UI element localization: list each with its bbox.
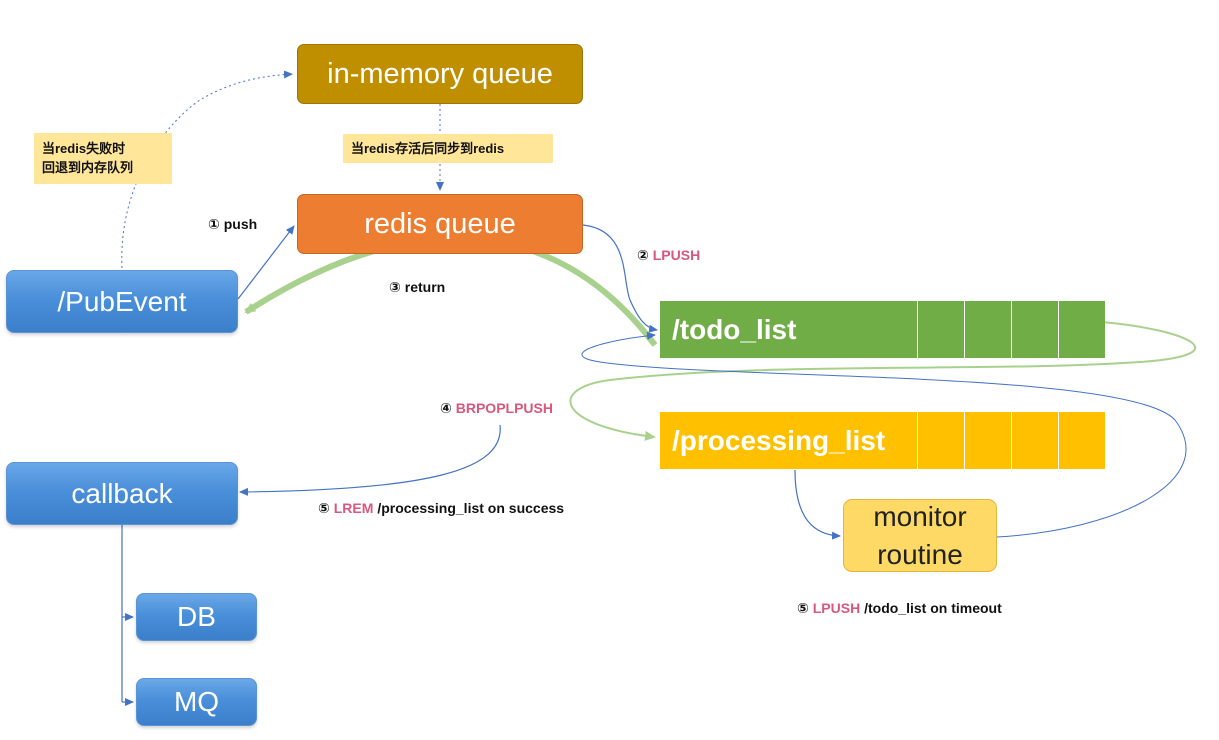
lrem-number: ⑤ — [318, 500, 330, 516]
brpoplpush-number: ④ — [440, 400, 452, 416]
callback-label: callback — [71, 477, 173, 509]
todo-list-slot — [917, 301, 964, 358]
mq-label: MQ — [173, 686, 220, 717]
brpoplpush-command: BRPOPLPUSH — [455, 400, 553, 416]
processing-list-node: /processing_list — [660, 412, 1105, 469]
callback-node: callback — [6, 462, 238, 525]
mq-node: MQ — [136, 678, 257, 726]
pubevent-label: /PubEvent — [57, 285, 187, 317]
push-label: ① push — [208, 216, 258, 232]
return-label: ③ return — [389, 279, 446, 295]
todo-list-slot — [1058, 301, 1105, 358]
timeout-command: LPUSH — [812, 600, 861, 616]
timeout-description: /todo_list on timeout — [864, 600, 1002, 616]
db-label: DB — [177, 601, 216, 632]
fallback-note: 当redis失败时 回退到内存队列 — [34, 133, 172, 184]
lpush-command: LPUSH — [652, 247, 701, 263]
brpoplpush-label: ④ BRPOPLPUSH — [440, 400, 553, 417]
fallback-connector — [121, 70, 293, 269]
return-arrow — [244, 235, 658, 347]
timeout-number: ⑤ — [797, 600, 809, 616]
pubevent-node: /PubEvent — [6, 270, 238, 333]
monitor-label-line1: monitor — [873, 500, 967, 532]
redis-queue-label: redis queue — [364, 207, 516, 240]
sync-note: 当redis存活后同步到redis — [343, 134, 553, 163]
brpoplpush-flow — [569, 321, 1197, 441]
todo-list-slot — [1011, 301, 1058, 358]
fallback-note-line2: 回退到内存队列 — [42, 160, 134, 175]
lrem-label: ⑤ LREM /processing_list on success — [318, 500, 564, 517]
processing-list-slot — [964, 412, 1011, 469]
sync-note-text: 当redis存活后同步到redis — [351, 141, 505, 156]
monitor-label-line2: routine — [877, 538, 963, 570]
fallback-note-line1: 当redis失败时 — [42, 141, 126, 156]
redis-queue-node: redis queue — [297, 194, 583, 254]
todo-list-slot — [964, 301, 1011, 358]
push-arrow — [237, 225, 295, 300]
lpush-number: ② — [637, 247, 649, 263]
todo-list-label: /todo_list — [660, 301, 917, 358]
processing-list-slot — [1011, 412, 1058, 469]
db-node: DB — [136, 593, 257, 641]
todo-list-node: /todo_list — [660, 301, 1105, 358]
in-memory-queue-node: in-memory queue — [297, 44, 583, 104]
callback-arrow — [239, 424, 501, 496]
timeout-flow — [581, 331, 1187, 538]
monitor-routine-node: monitor routine — [843, 499, 997, 572]
lpush-arrow — [582, 224, 658, 333]
processing-list-label: /processing_list — [660, 412, 917, 469]
timeout-label: ⑤ LPUSH /todo_list on timeout — [797, 600, 1002, 617]
processing-list-slot — [1058, 412, 1105, 469]
processing-list-slot — [917, 412, 964, 469]
lpush-label: ② LPUSH — [637, 247, 700, 264]
lrem-description: /processing_list on success — [377, 500, 565, 516]
lrem-command: LREM — [333, 500, 374, 516]
processing-to-monitor — [794, 469, 841, 540]
in-memory-queue-label: in-memory queue — [327, 57, 553, 90]
